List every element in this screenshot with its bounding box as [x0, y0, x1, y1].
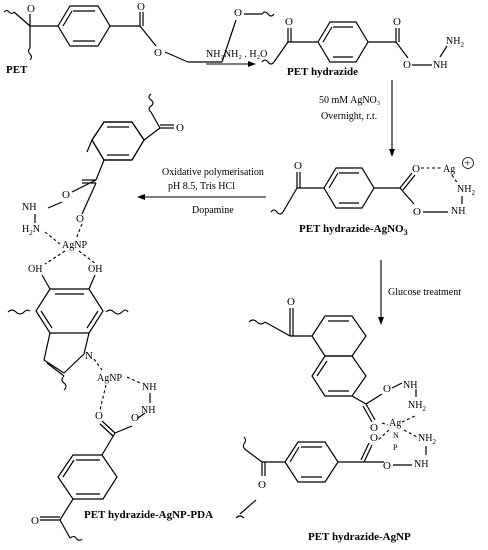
atom-o: O: [176, 122, 184, 134]
atom-o: O: [258, 479, 266, 491]
pet-hydrazide-agno3-molecule: O O O Ag + NH2 NH PET hydrazide-AgNO3: [270, 157, 475, 237]
atom-o: O: [234, 7, 242, 19]
charge-plus: +: [465, 159, 471, 170]
atom-o: O: [383, 383, 391, 395]
atom-nh: NH: [403, 380, 417, 391]
atom-nh: NH: [22, 202, 36, 213]
pet-hydrazide-agnp-pda-molecule: O O NH H2N O AgNP OH OH: [7, 93, 213, 541]
reagent-ph: pH 8.5, Tris HCl: [168, 181, 235, 192]
atom-o: O: [76, 213, 84, 225]
atom-oh: OH: [88, 264, 102, 275]
reagent-dopamine: Dopamine: [192, 205, 234, 216]
label-pet-hydrazide-agno3: PET hydrazide-AgNO3: [299, 223, 408, 237]
reagent-hydrazine: NH₂NH₂ . H₂O: [206, 49, 267, 60]
atom-nh2: NH2: [418, 433, 436, 446]
atom-ag: Ag: [389, 418, 401, 429]
label-pet-hydrazide-agnp-pda: PET hydrazide-AgNP-PDA: [84, 509, 213, 521]
atom-o: O: [393, 16, 401, 28]
atom-nh: NH: [142, 382, 156, 393]
label-pet-hydrazide-agnp: PET hydrazide-AgNP: [308, 531, 411, 543]
atom-agnp: AgNP: [62, 240, 87, 251]
atom-n-sub: N: [393, 431, 399, 440]
agno3-reaction-arrow: 50 mM AgNO₃ Overnight, r.t.: [319, 80, 395, 157]
atom-nh2: NH2: [446, 36, 464, 49]
atom-o: O: [287, 296, 295, 308]
atom-p-sub: P: [393, 443, 398, 452]
hydrazine-reaction-arrow: NH₂NH₂ . H₂O: [206, 49, 267, 67]
label-pet-hydrazide: PET hydrazide: [287, 66, 358, 78]
label-pet: PET: [6, 64, 28, 76]
glucose-reaction-arrow: Glucose treatment: [378, 260, 461, 325]
atom-o: O: [285, 16, 293, 28]
atom-o: O: [370, 422, 378, 434]
atom-n: N: [85, 350, 93, 362]
pet-hydrazide-molecule: O O O NH NH2 PET hydrazide: [261, 16, 464, 78]
atom-nh: NH: [433, 60, 447, 71]
atom-ho: OH: [28, 264, 42, 275]
atom-o: O: [62, 189, 70, 201]
atom-o: O: [137, 1, 145, 13]
atom-nh2: NH2: [408, 400, 426, 413]
atom-agnp: AgNP: [97, 373, 122, 384]
atom-ag: Ag: [443, 164, 455, 175]
reagent-overnight: Overnight, r.t.: [321, 111, 377, 122]
pet-molecule: O O O O PET: [3, 1, 275, 76]
atom-nh2: NH2: [457, 184, 475, 197]
atom-o: O: [370, 432, 378, 444]
atom-o: O: [131, 412, 139, 424]
atom-o: O: [383, 460, 391, 472]
atom-o: O: [412, 163, 420, 175]
atom-o: O: [31, 515, 39, 527]
atom-o: O: [403, 59, 411, 71]
atom-o: O: [294, 160, 302, 172]
pet-hydrazide-agnp-molecule: O O NH NH2 O Ag N P NH2 NH O O: [235, 296, 436, 543]
atom-o: O: [95, 410, 103, 422]
reagent-glucose: Glucose treatment: [388, 287, 461, 298]
polymerisation-reaction-arrow: Oxidative polymerisation pH 8.5, Tris HC…: [137, 167, 266, 216]
atom-h2n: H2N: [22, 224, 40, 237]
atom-o: O: [413, 206, 421, 218]
atom-nh: NH: [414, 459, 428, 470]
atom-o: O: [154, 47, 162, 59]
atom-nh: NH: [451, 206, 465, 217]
reagent-agno3: 50 mM AgNO₃: [319, 95, 380, 106]
atom-nh: NH: [141, 405, 155, 416]
positive-charge-icon: [462, 157, 474, 169]
reagent-oxidative: Oxidative polymerisation: [162, 167, 264, 178]
atom-o: O: [27, 3, 35, 15]
